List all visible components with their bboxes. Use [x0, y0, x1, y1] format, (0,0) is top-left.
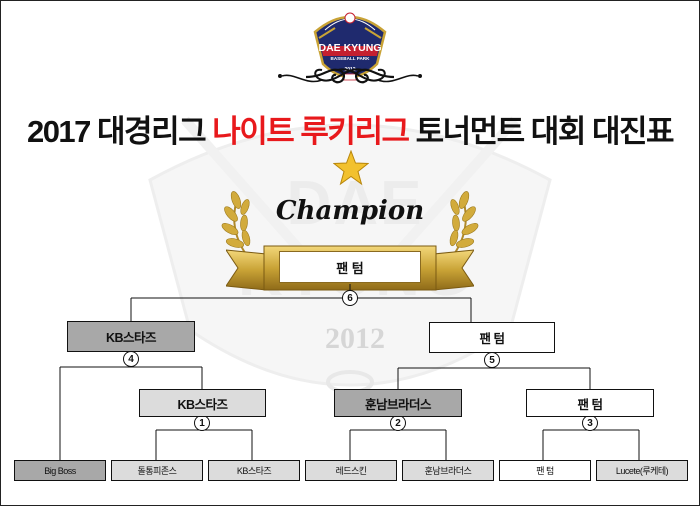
- logo-line-1: DAE KYUNG: [318, 42, 382, 54]
- match-2-winner: 훈남브라더스: [334, 389, 462, 417]
- match-number-5: 5: [484, 352, 500, 368]
- team-box: 훈남브라더스: [402, 460, 494, 481]
- match-number-6: 6: [342, 290, 358, 306]
- match-number-1: 1: [194, 415, 210, 431]
- champion-heading: Champion: [275, 196, 425, 226]
- title-part-1: 2017 대경리그: [26, 114, 213, 149]
- title-highlight: 나이트 루키리그: [212, 114, 410, 149]
- team-box: 팬 텀: [499, 460, 591, 481]
- dae-kyung-logo: DAE KYUNG BASEBALL PARK 2012: [311, 4, 389, 84]
- title-part-2: 토너먼트 대회 대진표: [408, 114, 675, 149]
- match-number-2: 2: [390, 415, 406, 431]
- team-box: Lucete(루케테): [596, 460, 688, 481]
- match-number-3: 3: [582, 415, 598, 431]
- watermark-year: 2012: [325, 322, 385, 355]
- match-1-winner: KB스타즈: [139, 389, 266, 417]
- logo-line-2: BASEBALL PARK: [330, 56, 370, 61]
- team-box: 레드스킨: [305, 460, 397, 481]
- team-box: Big Boss: [14, 460, 106, 481]
- match-number-4: 4: [123, 351, 139, 367]
- champion-team: 팬 텀: [279, 251, 421, 283]
- gold-star-icon: [333, 150, 369, 186]
- final-right-team: 팬 텀: [429, 322, 555, 353]
- page-title: 2017 대경리그 나이트 루키리그 토너먼트 대회 대진표: [0, 106, 700, 151]
- team-box: KB스타즈: [208, 460, 300, 481]
- match-3-winner: 팬 텀: [526, 389, 654, 417]
- right-flourish-icon: [305, 68, 422, 84]
- final-left-team: KB스타즈: [67, 321, 195, 352]
- team-box: 돌통피존스: [111, 460, 203, 481]
